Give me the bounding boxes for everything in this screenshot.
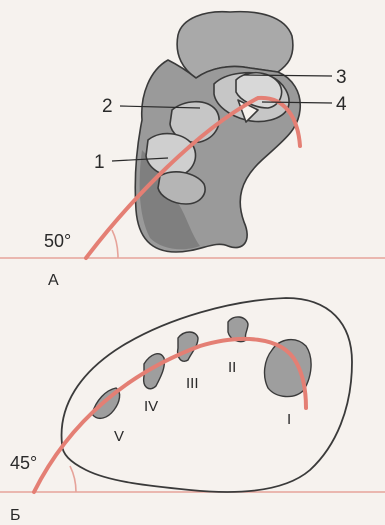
label-metatarsal-iv: IV: [144, 398, 158, 415]
label-metatarsal-ii: II: [228, 359, 236, 376]
callout-3: 3: [336, 67, 347, 88]
panel-a: 1 2 3 4 50° А: [0, 12, 385, 289]
label-metatarsal-v: V: [114, 428, 124, 445]
label-metatarsal-iii: III: [186, 375, 199, 392]
label-metatarsal-i: I: [287, 411, 291, 428]
callout-4: 4: [336, 94, 347, 115]
angle-label-a: 50°: [44, 231, 71, 251]
foot-skeleton-lateral: [135, 12, 300, 252]
panel-b: V IV III II I 45° Б: [0, 298, 385, 524]
angle-arc-b: [70, 466, 76, 492]
panel-label-b: Б: [10, 507, 21, 524]
callout-2: 2: [102, 96, 113, 117]
angle-label-b: 45°: [10, 453, 37, 473]
panel-label-a: А: [48, 272, 59, 289]
angle-arc-a: [112, 230, 118, 258]
callout-1: 1: [94, 152, 105, 173]
